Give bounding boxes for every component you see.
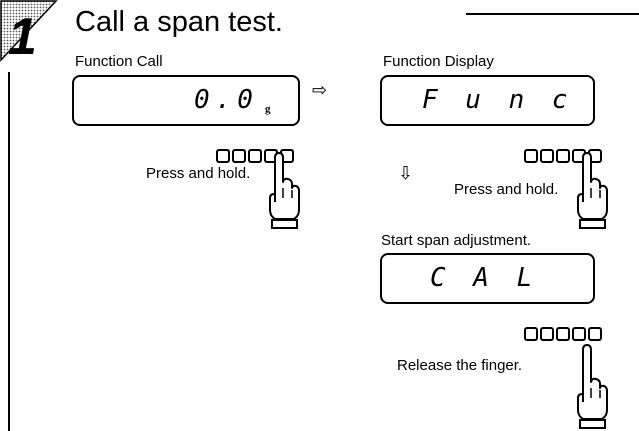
key-button[interactable] [524, 149, 538, 163]
key-button[interactable] [572, 327, 586, 341]
finger-press-icon [577, 152, 608, 229]
key-button[interactable] [556, 149, 570, 163]
key-button[interactable] [248, 149, 262, 163]
display-value: 0.0 [194, 85, 259, 115]
display-unit: g [265, 103, 271, 115]
function-display-title: Function Display [383, 53, 494, 70]
key-button[interactable] [524, 327, 538, 341]
right-arrow-icon: ⇨ [312, 80, 328, 100]
down-arrow-icon: ⇩ [398, 163, 414, 183]
span-adjustment-title: Start span adjustment. [381, 232, 532, 249]
function-display-instruction: Press and hold. [454, 181, 559, 198]
key-button[interactable] [540, 149, 554, 163]
step-heading: Call a span test. [75, 6, 283, 38]
key-row-icon [524, 327, 602, 341]
key-button[interactable] [588, 327, 602, 341]
display-value: C A L [430, 263, 539, 293]
span-adjustment-instruction: Release the finger. [397, 357, 523, 374]
step-number: 1 [8, 8, 37, 62]
span-adjustment-display: C A L [380, 253, 595, 304]
function-display-display: F u n c [380, 75, 595, 126]
function-call-display: 0.0 g [72, 75, 300, 126]
finger-press-icon [269, 152, 300, 229]
function-call-instruction: Press and hold. [146, 165, 251, 182]
left-margin-line [8, 72, 10, 431]
key-button[interactable] [232, 149, 246, 163]
key-button[interactable] [216, 149, 230, 163]
step-number-icon: 1 [0, 0, 58, 62]
display-value: F u n c [422, 85, 574, 115]
function-call-title: Function Call [75, 53, 163, 70]
heading-rule [466, 13, 639, 15]
finger-release-icon [577, 344, 608, 429]
key-button[interactable] [556, 327, 570, 341]
key-button[interactable] [540, 327, 554, 341]
